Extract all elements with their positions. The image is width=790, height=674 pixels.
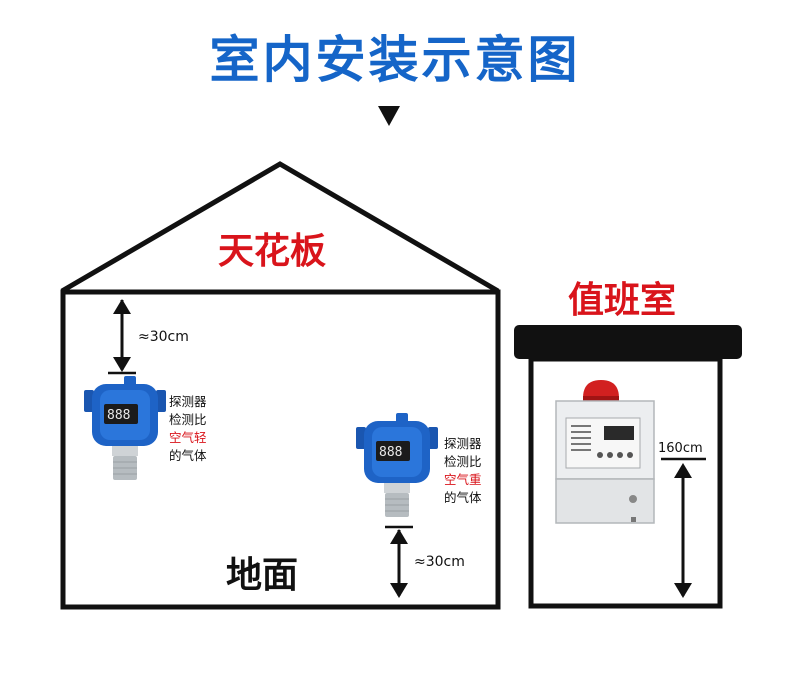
gas-detector-right: 888	[356, 413, 438, 517]
detector-left-note: 探测器 检测比 空气轻 的气体	[169, 393, 207, 465]
note-line: 探测器	[169, 394, 207, 409]
ceiling-label: 天花板	[218, 231, 327, 272]
note-line-highlight: 空气重	[444, 472, 482, 487]
height-arrow	[661, 457, 706, 598]
note-line: 探测器	[444, 436, 482, 451]
duty-room-label: 值班室	[568, 280, 677, 321]
alarm-controller	[555, 380, 655, 524]
svg-text:888: 888	[379, 445, 402, 460]
duty-room-walls	[528, 356, 723, 609]
gas-detector-left: 888	[84, 376, 166, 480]
bottom-distance-label: ≈30cm	[414, 554, 465, 570]
house-walls	[60, 289, 501, 610]
floor-label: 地面	[226, 555, 299, 596]
duty-room-roof	[514, 325, 742, 359]
note-line: 的气体	[169, 448, 207, 463]
note-line: 检测比	[169, 412, 207, 427]
note-line: 的气体	[444, 490, 482, 505]
note-line: 检测比	[444, 454, 482, 469]
note-line-highlight: 空气轻	[169, 430, 207, 445]
bottom-distance-arrow	[385, 525, 413, 598]
detector-right-note: 探测器 检测比 空气重 的气体	[444, 435, 482, 507]
height-label: 160cm	[658, 441, 703, 456]
svg-text:888: 888	[107, 408, 130, 423]
top-distance-arrow	[108, 299, 136, 375]
page-title: 室内安装示意图	[209, 31, 581, 89]
top-distance-label: ≈30cm	[138, 329, 189, 345]
down-arrow-icon	[378, 106, 400, 126]
house-roof	[60, 161, 500, 294]
